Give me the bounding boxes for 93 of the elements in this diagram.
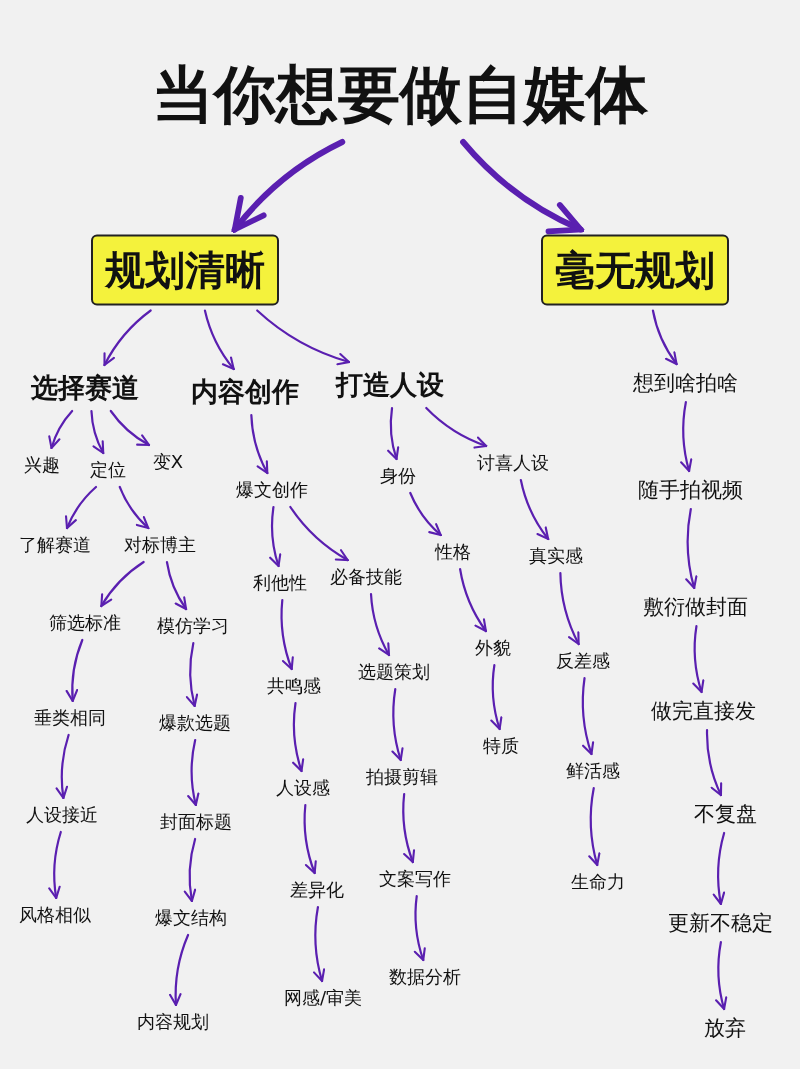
arrow: [48, 409, 74, 450]
topic-text: 特质: [483, 734, 519, 758]
arrow: [269, 505, 282, 568]
arrow: [169, 933, 190, 1007]
topic-text: 变X: [152, 450, 184, 474]
arrow: [651, 309, 678, 366]
arrow: [413, 894, 427, 962]
topic-text: 爆文创作: [236, 478, 308, 502]
arrow: [425, 406, 488, 449]
arrow: [588, 786, 601, 867]
step-text: 放弃: [704, 1014, 746, 1042]
arrow: [103, 309, 152, 367]
topic-text: 利他性: [253, 571, 307, 595]
arrow: [705, 728, 723, 797]
topic-text: 风格相似: [19, 903, 91, 927]
step-text: 随手拍视频: [637, 476, 743, 504]
step-text: 更新不稳定: [667, 909, 773, 937]
arrow: [680, 400, 693, 473]
topic-text: 人设接近: [26, 803, 98, 827]
topic-text: 反差感: [556, 649, 610, 673]
arrow: [369, 592, 391, 657]
topic-text: 鲜活感: [566, 759, 620, 783]
arrow: [409, 491, 442, 537]
topic-text: 讨喜人设: [477, 451, 549, 475]
topic-text: 真实感: [529, 544, 583, 568]
step-text: 想到啥拍啥: [632, 369, 738, 397]
arrow: [256, 309, 351, 366]
branch-heading: 选择赛道: [31, 370, 139, 406]
title-text: 当你想要做自媒体: [152, 53, 648, 137]
arrow: [519, 478, 550, 541]
arrow: [100, 560, 145, 608]
highlight-box: 规划清晰: [91, 234, 279, 306]
step-text: 不复盘: [693, 800, 757, 828]
topic-text: 共鸣感: [267, 674, 321, 698]
arrow: [692, 624, 705, 694]
arrow: [387, 406, 400, 461]
arrow: [559, 571, 580, 646]
topic-text: 身份: [380, 464, 416, 488]
topic-text: 兴趣: [24, 453, 60, 477]
arrow: [280, 598, 295, 671]
topic-text: 差异化: [290, 878, 344, 902]
topic-text: 数据分析: [389, 965, 461, 989]
arrow: [289, 505, 349, 562]
topic-text: 垂类相同: [34, 706, 106, 730]
topic-text: 筛选标准: [49, 611, 121, 635]
arrow: [90, 409, 105, 455]
topic-text: 生命力: [571, 870, 625, 894]
arrow: [581, 676, 595, 756]
arrow: [203, 309, 235, 371]
arrow: [186, 641, 199, 708]
topic-text: 人设感: [276, 776, 330, 800]
topic-text: 外貌: [475, 636, 511, 660]
topic-text: 性格: [435, 540, 471, 564]
arrow: [313, 905, 326, 983]
arrow: [65, 485, 98, 530]
topic-text: 网感/审美: [283, 986, 363, 1010]
topic-text: 爆文结构: [155, 906, 227, 930]
branch-heading: 内容创作: [191, 374, 299, 410]
step-text: 做完直接发: [650, 697, 756, 725]
arrow: [165, 560, 188, 611]
topic-text: 必备技能: [330, 565, 402, 589]
arrow: [231, 139, 346, 233]
arrow: [715, 940, 728, 1011]
arrow: [460, 139, 584, 234]
topic-text: 内容规划: [137, 1010, 209, 1034]
arrow: [118, 485, 150, 530]
arrow: [490, 663, 503, 731]
branch-heading: 打造人设: [336, 367, 444, 403]
topic-text: 定位: [90, 458, 126, 482]
arrow: [48, 830, 62, 900]
topic-text: 拍摄剪辑: [366, 765, 438, 789]
topic-text: 选题策划: [358, 660, 430, 684]
arrow: [109, 409, 151, 447]
arrow: [458, 567, 488, 633]
step-text: 敷衍做封面: [642, 593, 748, 621]
topic-text: 对标博主: [124, 533, 196, 557]
arrow: [685, 507, 698, 590]
arrow: [250, 413, 269, 475]
topic-text: 了解赛道: [19, 533, 91, 557]
arrow: [303, 803, 318, 875]
arrow: [183, 837, 197, 903]
topic-text: 爆款选题: [159, 711, 231, 735]
arrow: [391, 687, 404, 762]
topic-text: 文案写作: [379, 867, 451, 891]
topic-text: 模仿学习: [157, 614, 229, 638]
arrow: [187, 738, 200, 807]
arrow: [712, 831, 726, 906]
arrow: [402, 792, 416, 864]
arrow: [65, 638, 84, 703]
arrow: [292, 701, 305, 773]
topic-text: 封面标题: [160, 810, 232, 834]
arrow: [55, 733, 70, 800]
highlight-box: 毫无规划: [541, 234, 729, 306]
